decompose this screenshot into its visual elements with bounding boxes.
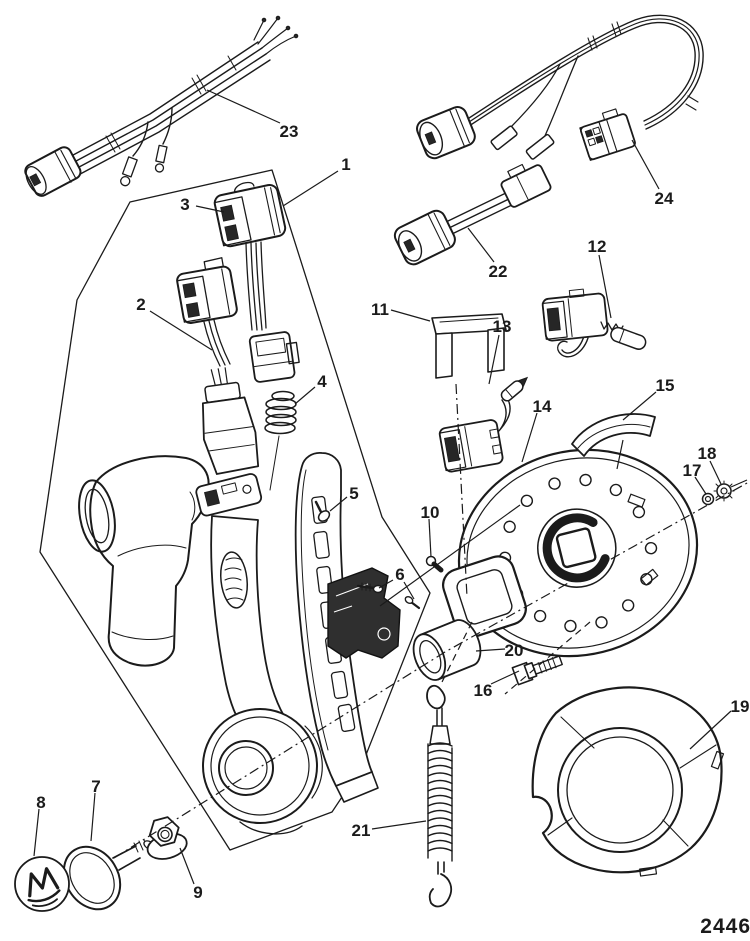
callout-13: 13 xyxy=(493,317,512,336)
harness-24-plug xyxy=(579,108,636,161)
callout-2: 2 xyxy=(136,295,145,314)
harness-23-terminal-b xyxy=(154,144,168,173)
adapter-cable-22 xyxy=(393,163,552,266)
harness-24-sleeve-a xyxy=(490,125,518,151)
callout-12: 12 xyxy=(588,237,607,256)
harness-24-round-connector xyxy=(416,106,476,160)
harness-23-connector xyxy=(24,146,82,197)
switch-13 xyxy=(438,376,529,473)
axis-centerline xyxy=(113,383,750,859)
nut-9 xyxy=(146,816,188,860)
boot-plug xyxy=(201,367,260,475)
callout-1: 1 xyxy=(341,155,350,174)
callout-19: 19 xyxy=(731,697,750,716)
bolt-16 xyxy=(511,655,563,686)
callout-labels: 1 2 3 4 5 6 7 8 9 10 11 12 13 14 15 16 1… xyxy=(36,122,749,902)
leader-lines xyxy=(33,89,732,885)
harness-23-terminal-a xyxy=(120,156,138,187)
connector-3-wires xyxy=(245,241,267,331)
callout-16: 16 xyxy=(474,681,493,700)
cable-22-round-connector xyxy=(393,209,456,266)
callout-6: 6 xyxy=(395,565,404,584)
callout-4: 4 xyxy=(317,372,327,391)
lanyard-spring-21 xyxy=(426,684,453,908)
callout-24: 24 xyxy=(655,189,674,208)
star-washer-18 xyxy=(713,479,748,502)
spring-4 xyxy=(264,390,297,491)
cover-19 xyxy=(531,686,725,877)
callout-9: 9 xyxy=(193,883,202,902)
callout-18: 18 xyxy=(698,444,717,463)
connector-2-wires xyxy=(203,319,231,367)
switch-12 xyxy=(541,288,647,358)
wire-harness-23 xyxy=(24,15,299,197)
clip-11 xyxy=(431,313,507,379)
mercury-logo-icon xyxy=(27,867,61,907)
inline-plug xyxy=(248,331,300,383)
harness-24-sleeve-b xyxy=(525,133,555,160)
mercury-cap-8 xyxy=(14,856,70,912)
cable-22-plug xyxy=(500,163,552,208)
callout-15: 15 xyxy=(656,376,675,395)
callout-3: 3 xyxy=(180,195,189,214)
callout-8: 8 xyxy=(36,793,45,812)
assembly-outline-1 xyxy=(39,169,431,851)
wire-harness-24 xyxy=(416,14,704,161)
pin-10 xyxy=(425,555,444,573)
callout-23: 23 xyxy=(280,122,299,141)
screw-5 xyxy=(314,500,331,522)
connector-3 xyxy=(213,181,287,248)
callout-20: 20 xyxy=(505,641,524,660)
handle-grip xyxy=(78,455,210,667)
callout-17: 17 xyxy=(683,461,702,480)
washer-17 xyxy=(701,492,715,506)
callout-5: 5 xyxy=(349,484,358,503)
callout-21: 21 xyxy=(352,821,371,840)
callout-14: 14 xyxy=(533,397,552,416)
housing-plate-14 xyxy=(379,448,699,658)
callout-11: 11 xyxy=(371,300,389,319)
control-lever xyxy=(195,473,323,835)
connector-2 xyxy=(176,257,238,325)
callout-22: 22 xyxy=(489,262,508,281)
callout-7: 7 xyxy=(91,777,100,796)
figure-number: 2446 xyxy=(700,915,750,938)
pad-15 xyxy=(571,413,656,470)
callout-10: 10 xyxy=(421,503,440,522)
